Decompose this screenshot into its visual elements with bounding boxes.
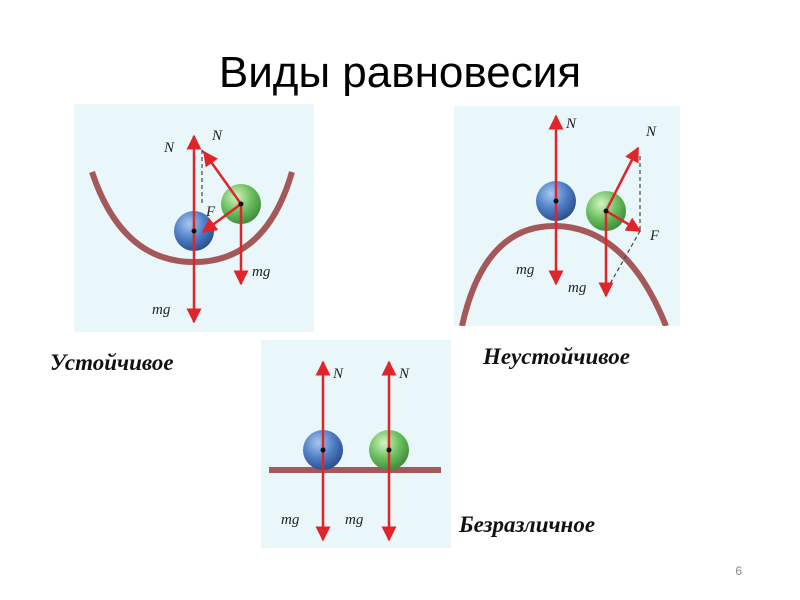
label-gravity-green: mg — [345, 512, 364, 528]
indifferent-diagram: N N mg mg — [269, 360, 441, 542]
label-force: F — [205, 204, 216, 220]
label-gravity: mg — [281, 512, 300, 528]
label-normal-tilted: N — [645, 124, 657, 140]
label-normal: N — [332, 366, 344, 382]
label-gravity-green: mg — [252, 264, 271, 280]
dashed-guide — [605, 230, 641, 292]
unstable-equilibrium-panel: N N F mg mg — [454, 106, 680, 326]
stable-equilibrium-panel: N N F mg mg — [74, 104, 314, 332]
label-normal-green: N — [398, 366, 410, 382]
force-arrow — [605, 209, 642, 233]
slide-title: Виды равновесия — [218, 48, 582, 97]
label-force: F — [649, 228, 660, 244]
stable-diagram: N N F mg mg — [89, 128, 295, 324]
label-gravity: mg — [516, 262, 535, 278]
unstable-diagram: N N F mg mg — [459, 114, 669, 326]
normal-arrow-tilted — [604, 146, 640, 212]
slide-number: 6 — [735, 564, 742, 578]
label-normal-tilted: N — [211, 128, 223, 144]
caption-stable: Устойчивое — [50, 350, 174, 375]
label-normal: N — [163, 140, 175, 156]
force-arrow — [201, 202, 242, 234]
label-gravity: mg — [152, 302, 171, 318]
caption-unstable: Неустойчивое — [483, 344, 630, 369]
normal-arrow-tilted — [202, 150, 243, 205]
label-normal: N — [565, 116, 577, 132]
caption-indifferent: Безразличное — [459, 512, 596, 537]
hill-surface — [459, 222, 669, 326]
label-gravity-green: mg — [568, 280, 587, 296]
indifferent-equilibrium-panel: N N mg mg — [261, 340, 451, 548]
